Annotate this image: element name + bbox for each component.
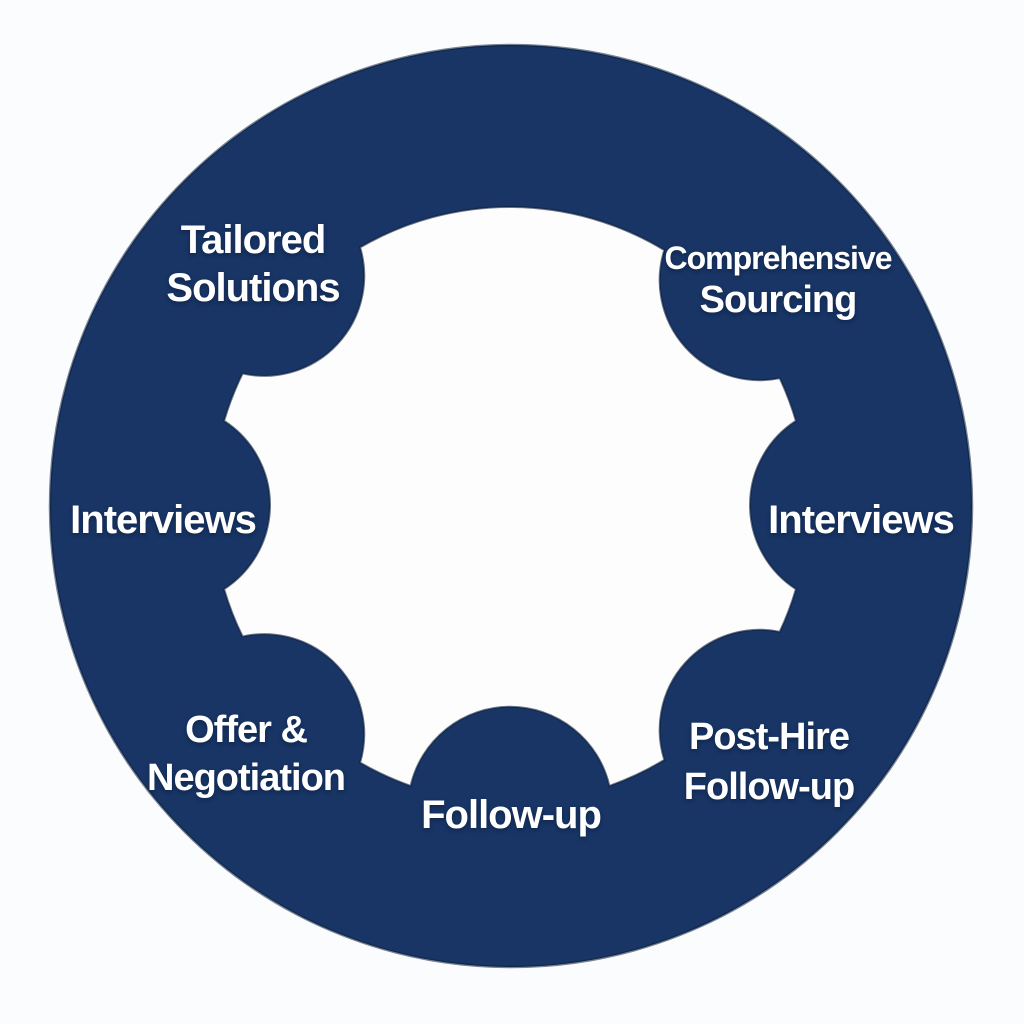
stage-label-line: Tailored: [180, 218, 327, 262]
stage-label-line: Solutions: [166, 266, 340, 310]
stage-label-line: Follow-up: [683, 766, 855, 808]
stage-label-line: Interviews: [70, 498, 257, 542]
stage-label-line: Follow-up: [421, 793, 602, 837]
stage-label-interviews-left: Interviews: [70, 496, 257, 544]
stage-label-line: Comprehensive: [664, 240, 892, 276]
inner-cutout-path: [222, 206, 798, 788]
stage-label-post-hire-follow-up: Post-Hire Follow-up: [683, 712, 855, 812]
stage-label-tailored-solutions: Tailored Solutions: [166, 216, 340, 312]
stage-label-interviews-right: Interviews: [768, 496, 955, 544]
stage-label-line: Interviews: [768, 498, 955, 542]
stage-label-line: Negotiation: [147, 757, 346, 799]
stage-label-line: Offer &: [185, 709, 308, 751]
stage-label-follow-up: Follow-up: [421, 791, 602, 839]
stage-label-offer-negotiation: Offer & Negotiation: [147, 706, 346, 802]
stage-label-line: Post-Hire: [689, 716, 850, 758]
stage-label-comprehensive-sourcing: Comprehensive Sourcing: [664, 237, 892, 321]
stage-label-line: Sourcing: [699, 279, 858, 321]
